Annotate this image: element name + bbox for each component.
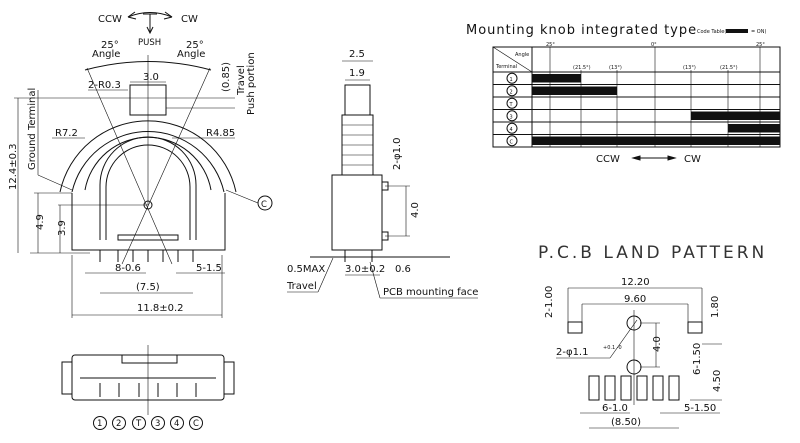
dim-1-9: 1.9: [349, 68, 365, 79]
terminal-pins: [99, 250, 194, 262]
terminal-row-label: 4: [510, 127, 513, 133]
minor-angle-label: (13°): [609, 65, 622, 71]
side-view: 2.5 1.9 2-φ1.0 4.0 0.5MAX 3.0±0.2 0.6 Tr…: [286, 49, 478, 299]
terminal-c-label: C: [261, 200, 267, 210]
terminal-3: 3: [155, 419, 160, 429]
terminal-pads: [588, 375, 680, 401]
dim-8-50: (8.50): [611, 417, 641, 428]
dim-4-50: 4.50: [712, 370, 723, 392]
dim-8-0-6: 8-0.6: [115, 263, 141, 274]
housing: [71, 193, 226, 251]
mount-pad-right: [687, 321, 703, 334]
knob-outer-arc: [59, 120, 237, 193]
dim-3-0-side: 3.0±0.2: [345, 264, 385, 275]
push-knob: [129, 84, 167, 116]
dim-12-4: 12.4±0.3: [8, 143, 19, 190]
terminal-row-label: T: [509, 102, 514, 108]
push-label: PUSH: [138, 38, 161, 48]
terminal-marker: [506, 122, 518, 134]
terminal-c: C: [193, 419, 199, 429]
angle-left-value: 25°: [101, 40, 119, 51]
major-angle-label: 0°: [651, 42, 657, 48]
cw-direction: CW: [684, 154, 701, 165]
minor-angle-label: (13°): [683, 65, 696, 71]
terminal-row-label: 1: [510, 77, 513, 83]
bottom-view: 1 2 T 3 4 C: [61, 345, 235, 430]
terminal-marker: [506, 85, 518, 97]
legend-on-swatch: [726, 29, 748, 33]
dim-phi-1-0: 2-φ1.0: [392, 138, 403, 170]
dim-6-1-50: 6-1.50: [692, 343, 703, 375]
terminal-t: T: [135, 419, 142, 429]
r485-label: R4.85: [206, 128, 235, 139]
header-terminal: Terminal: [495, 64, 517, 70]
terminal-marker: [506, 97, 518, 109]
major-angle-label: 25°: [546, 42, 555, 48]
dim-2-1-00: 2-1.00: [544, 286, 555, 318]
major-angle-label: 25°: [756, 42, 765, 48]
terminal-4: 4: [174, 419, 179, 429]
dim-12-20: 12.20: [621, 277, 650, 288]
code-table: Mounting knob integrated type Code Table…: [466, 23, 781, 165]
ground-terminal-label: Ground Terminal: [27, 88, 38, 170]
on-bar-1: [532, 74, 581, 83]
dim-0-6: 0.6: [395, 264, 411, 275]
terminal-marker: [506, 110, 518, 122]
on-bar-C: [532, 136, 780, 145]
travel-label: Travel: [236, 65, 247, 96]
on-bar-3: [691, 111, 780, 120]
rotation-arrows-icon: [127, 11, 173, 35]
angle-right-value: 25°: [186, 40, 204, 51]
push-portion-label: Push portion: [246, 52, 257, 115]
dim-11-8: 11.8±0.2: [137, 303, 184, 314]
dim-6-1-0: 6-1.0: [602, 403, 628, 414]
terminal-marker: [506, 72, 518, 84]
dim-0-85: (0.85): [221, 62, 232, 92]
front-view: CCW CW PUSH 25° Angle 25° Angle 3.0 2-R0…: [8, 11, 273, 318]
land-pattern-title: P.C.B LAND PATTERN: [538, 243, 767, 263]
ccw-label: CCW: [98, 14, 122, 25]
minor-angle-label: (21.5°): [720, 65, 738, 71]
mount-pad-left: [567, 321, 583, 334]
dim-3-0: 3.0: [143, 72, 159, 83]
ccw-direction: CCW: [596, 154, 620, 165]
pcb-face-label: PCB mounting face: [383, 287, 478, 298]
minor-angle-label: (21.5°): [573, 65, 591, 71]
terminal-row-label: 2: [510, 89, 513, 95]
terminal-marker: [506, 135, 518, 147]
terminal-2: 2: [116, 419, 121, 429]
code-table-title: Mounting knob integrated type: [466, 23, 697, 38]
code-table-legend-suffix: = ON): [751, 29, 766, 35]
r72-label: R7.2: [55, 128, 78, 139]
code-table-legend: Code Table(: [697, 29, 726, 35]
header-angle: Angle: [515, 52, 529, 58]
dim-r03: 2-R0.3: [88, 80, 121, 91]
dim-4-9: 4.9: [35, 214, 46, 230]
terminal-labels: 1 2 T 3 4 C: [93, 416, 203, 430]
dim-phi-1-1: 2-φ1.1: [556, 347, 588, 358]
cw-label: CW: [181, 14, 198, 25]
dim-5-1-5: 5-1.5: [196, 263, 222, 274]
terminal-row-label: C: [510, 139, 514, 145]
dim-1-80: 1.80: [710, 296, 721, 318]
dim-3-9: 3.9: [57, 220, 68, 236]
land-pattern: P.C.B LAND PATTERN 12.20 9.60 2-1.00 1.8…: [538, 243, 767, 429]
on-bar-2: [532, 86, 617, 95]
dim-4-0: 4.0: [410, 202, 421, 218]
dim-phi-tolerance: +0.1 -0: [603, 345, 622, 351]
dim-0-5max: 0.5MAX: [287, 264, 325, 275]
angle-left-label: Angle: [92, 49, 120, 60]
direction-arrow-icon: [631, 155, 677, 161]
side-travel-label: Travel: [286, 281, 317, 292]
angle-right-label: Angle: [177, 49, 205, 60]
dim-7-5: (7.5): [136, 282, 160, 293]
on-bar-4: [728, 124, 780, 133]
terminal-row-label: 3: [510, 114, 513, 120]
dim-5-1-50: 5-1.50: [684, 403, 716, 414]
dim-2-5: 2.5: [349, 49, 365, 60]
dim-4-0-land: 4.0: [652, 336, 663, 352]
dim-9-60: 9.60: [624, 294, 646, 305]
terminal-1: 1: [97, 419, 102, 429]
